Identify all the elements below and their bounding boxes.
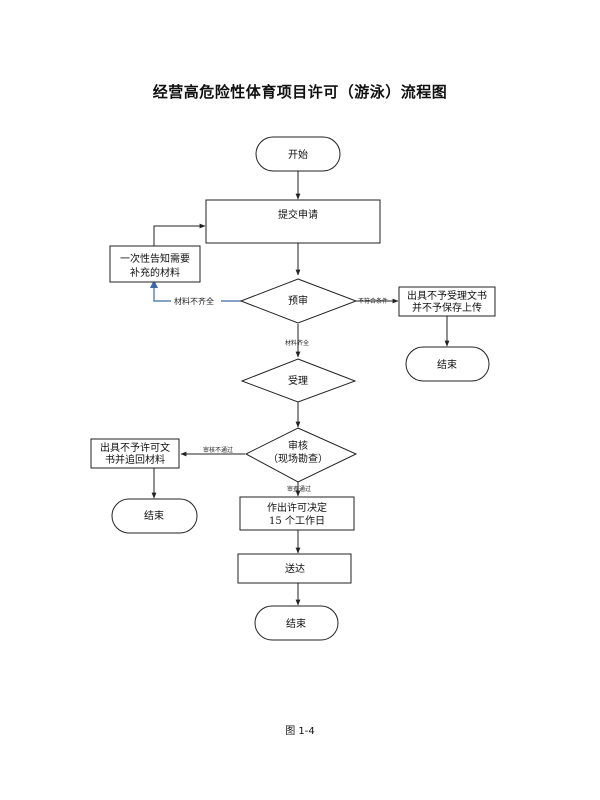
node-deliver: 送达 [237, 553, 352, 584]
node-deliver-label: 送达 [285, 562, 305, 575]
node-reject-line2: 并不予保存上传 [412, 301, 482, 314]
node-notify: 一次性告知需要 补充的材料 [109, 245, 201, 283]
node-submit-label: 提交申请 [278, 208, 318, 221]
node-accept: 受理 [240, 358, 357, 403]
node-end-bottom: 结束 [254, 605, 339, 641]
node-start: 开始 [255, 136, 341, 172]
edge-precheck-notify-arrow [150, 280, 158, 288]
node-decide: 作出许可决定 15 个工作日 [239, 496, 355, 531]
edge-label-incomplete: 材料不齐全 [174, 296, 214, 306]
node-deny-line2: 书并追回材料 [105, 453, 165, 466]
edge-label-review-fail: 审核不通过 [203, 446, 233, 454]
node-end-bottom-label: 结束 [286, 617, 306, 630]
node-review-line2: （现场勘查） [268, 452, 328, 465]
node-decide-line1: 作出许可决定 [267, 501, 327, 514]
node-start-label: 开始 [288, 148, 308, 161]
node-reject-line1: 出具不予受理文书 [407, 289, 487, 302]
node-deny-line1: 出具不予许可文 [100, 441, 170, 454]
node-review-line1: 审核 [288, 439, 308, 452]
node-notify-line1: 一次性告知需要 [120, 252, 190, 265]
node-review: 审核 （现场勘查） [244, 427, 358, 483]
page-title: 经营高危险性体育项目许可（游泳）流程图 [152, 83, 448, 101]
node-end-right: 结束 [405, 346, 490, 382]
node-end-right-label: 结束 [437, 358, 457, 371]
node-precheck: 预审 [239, 278, 358, 324]
node-notify-line2: 补充的材料 [130, 266, 180, 279]
edge-label-complete: 材料齐全 [285, 339, 309, 347]
edge-label-not-qualified: 不符合条件 [358, 297, 388, 305]
edge-notify-submit [153, 223, 206, 246]
node-decide-line2: 15 个工作日 [269, 515, 325, 527]
node-reject: 出具不予受理文书 并不予保存上传 [398, 286, 496, 317]
node-accept-label: 受理 [288, 375, 308, 387]
edge-labels: 材料不齐全 不符合条件 材料齐全 审核不通过 审查通过 [171, 295, 388, 493]
node-end-left: 结束 [111, 498, 198, 534]
node-deny: 出具不予许可文 书并追回材料 [90, 438, 180, 469]
node-precheck-label: 预审 [288, 294, 308, 307]
node-submit: 提交申请 [205, 199, 381, 244]
node-end-left-label: 结束 [144, 509, 164, 522]
edge-label-review-pass: 审查通过 [287, 485, 311, 493]
figure-caption: 图 1-4 [285, 726, 315, 737]
